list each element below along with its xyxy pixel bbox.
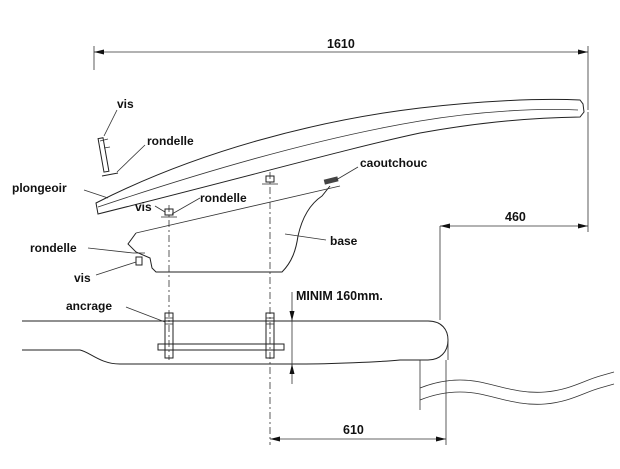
low-screw [133, 252, 145, 266]
top-washer [101, 172, 119, 177]
label-vis-top: vis [117, 97, 134, 111]
label-vis-mid: vis [135, 200, 152, 214]
diving-board [95, 98, 585, 215]
rubber-pad [323, 176, 339, 185]
label-rondelle-low: rondelle [30, 241, 77, 255]
label-base: base [330, 234, 358, 248]
pool-deck [22, 320, 449, 410]
top-screw [97, 137, 111, 173]
anchor-left [164, 312, 174, 359]
label-plongeoir: plongeoir [12, 181, 67, 195]
minimum-height-dimension: MINIM 160mm. [289, 289, 383, 384]
label-ancrage: ancrage [66, 299, 112, 313]
label-caoutchouc: caoutchouc [360, 156, 428, 170]
water-surface [419, 371, 615, 405]
base-offset-dimension: 610 [270, 360, 447, 445]
base-support [127, 185, 341, 273]
label-rondelle-mid: rondelle [200, 191, 247, 205]
label-rondelle-top: rondelle [147, 134, 194, 148]
anchor-right [265, 312, 275, 359]
anchor-plate [157, 343, 285, 351]
base-offset-value: 610 [343, 423, 364, 437]
label-vis-low: vis [74, 271, 91, 285]
leader-lines [83, 109, 359, 323]
right-screw [262, 175, 278, 185]
overall-length-dimension: 1610 [93, 37, 589, 110]
overhang-dimension: 460 [439, 112, 589, 320]
minimum-height-value: MINIM 160mm. [296, 289, 383, 303]
overall-length-value: 1610 [327, 37, 355, 51]
overhang-value: 460 [505, 210, 526, 224]
